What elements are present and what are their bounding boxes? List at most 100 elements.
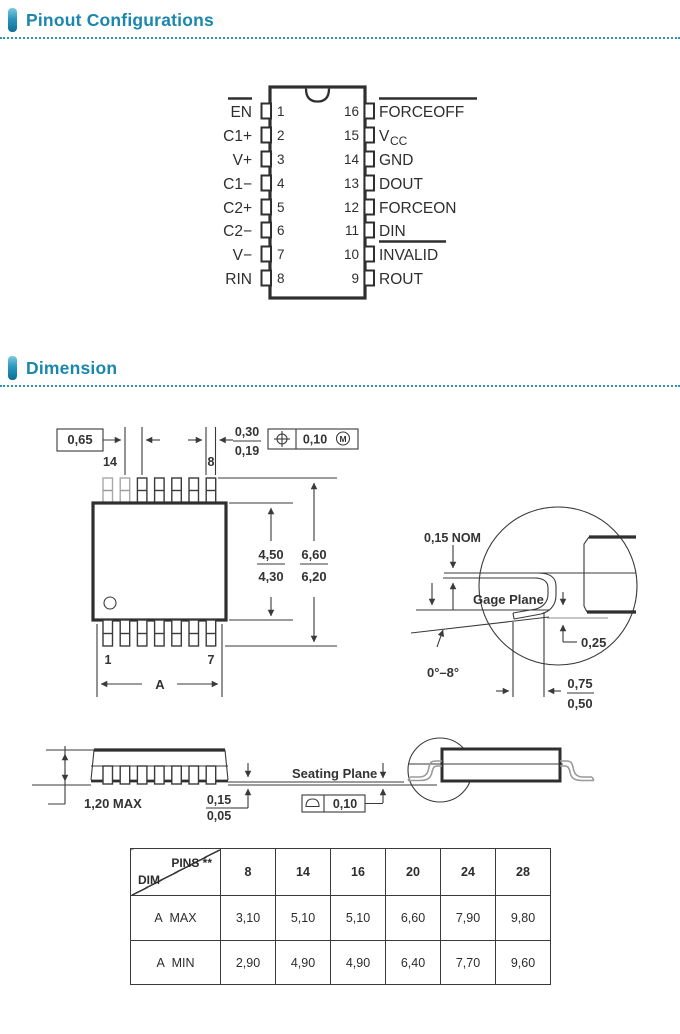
pin-label: C2− (223, 223, 252, 240)
gullwing-leads (407, 760, 595, 782)
side-package-body (440, 747, 562, 783)
dim-body-len-min: 4,30 (258, 569, 283, 584)
dim-foot-max: 0,75 (567, 676, 592, 691)
dim-length-var: A (155, 677, 165, 692)
dim-standoff-gage: 0,25 (581, 635, 606, 650)
top-pin-last: 8 (208, 455, 215, 469)
top-pin-first: 14 (103, 455, 117, 469)
table-cell: 7,70 (440, 940, 496, 985)
mmc-modifier-icon: M (335, 431, 351, 446)
standoff-gage-dim (559, 592, 577, 643)
dim-lead-width-min: 0,19 (235, 444, 259, 458)
pin-number: 11 (345, 223, 359, 238)
pin-number: 2 (277, 128, 285, 143)
pin-label: C1− (223, 176, 252, 193)
bottom-pins (102, 619, 217, 647)
pin-number: 7 (277, 247, 285, 262)
dimension-drawing: 0,65 0,30 0,19 (32, 425, 638, 823)
table-col-header: 16 (330, 848, 386, 896)
dim-standoff-max: 0,15 (207, 793, 231, 807)
dim-span-min: 6,20 (301, 569, 326, 584)
lead-detail-view: 0,15 NOM Gage Plane 0°–8° 0,25 (410, 506, 638, 711)
table-cell: 2,90 (220, 940, 276, 985)
table-cell: 3,10 (220, 895, 276, 941)
pin-label: DOUT (379, 176, 423, 193)
page-title: Pinout Configurations (26, 9, 214, 30)
detail-body (583, 535, 636, 614)
pin-label: ROUT (379, 271, 423, 288)
table-row-label: A MIN (130, 940, 221, 985)
active-low-overlines (228, 97, 477, 243)
position-symbol-icon (274, 431, 290, 447)
pin-number: 14 (344, 152, 360, 167)
seating-plane-label: Seating Plane (292, 766, 377, 781)
pin-label-subscript: CC (390, 134, 408, 148)
pin-label: RIN (225, 271, 252, 288)
side-view-pins (102, 765, 217, 785)
pin-label: DIN (379, 223, 406, 240)
pitch-dim-lines (103, 427, 160, 475)
table-col-header: 28 (495, 848, 551, 896)
table-cell: 7,90 (440, 895, 496, 941)
dim-span-max: 6,60 (301, 547, 326, 562)
pin-number: 12 (344, 200, 359, 215)
table-cell: 4,90 (275, 940, 331, 985)
pin-number: 15 (344, 128, 359, 143)
flatness-symbol-icon (305, 798, 320, 808)
table-cell: 6,60 (385, 895, 441, 941)
table-cell: 9,60 (495, 940, 551, 985)
dim-flatness-tol: 0,10 (333, 797, 357, 811)
body-span-dim-lines (218, 477, 337, 647)
dim-height-max: 1,20 MAX (84, 796, 142, 811)
table-corner-dim: DIM (138, 873, 160, 887)
pin1-notch (304, 88, 331, 103)
section-accent-bar (8, 356, 17, 380)
package-top-view: 0,65 0,30 0,19 (56, 425, 359, 697)
gage-plane-label: Gage Plane (473, 592, 544, 607)
length-A-dim (96, 624, 223, 697)
table-cell: 4,90 (330, 940, 386, 985)
table-col-header: 24 (440, 848, 496, 896)
pin-label: INVALID (379, 247, 438, 264)
pin-number: 3 (277, 152, 285, 167)
section-title: Dimension (26, 357, 118, 378)
dim-foot-min: 0,50 (567, 696, 592, 711)
dim-pitch: 0,65 (67, 432, 92, 447)
pin-number: 1 (277, 104, 285, 119)
pin-number: 16 (344, 104, 359, 119)
pin-number: 8 (277, 271, 285, 286)
package-side-view: 1,20 MAX 0,15 0,05 (32, 746, 437, 823)
pin-label: EN (230, 104, 252, 121)
pin1-indicator (103, 596, 117, 610)
detail-lead (443, 572, 636, 620)
section-accent-bar (8, 8, 17, 32)
pin-number: 9 (351, 271, 359, 286)
table-corner-cell: PINS ** DIM (130, 848, 221, 896)
pin-label: V (379, 128, 390, 145)
table-corner-pins: PINS ** (171, 856, 212, 870)
pin-number: 5 (277, 200, 285, 215)
pin-number: 6 (277, 223, 285, 238)
lead-width-dim-lines (188, 427, 233, 475)
height-dim (32, 746, 94, 805)
lead-angle-construction (410, 583, 550, 648)
pin-label: GND (379, 152, 413, 169)
table-col-header: 8 (220, 848, 276, 896)
table-col-header: 20 (385, 848, 441, 896)
pin-label: FORCEON (379, 200, 457, 217)
table-cell: 9,80 (495, 895, 551, 941)
table-row: A MIN 2,90 4,90 4,90 6,40 7,70 9,60 (130, 940, 551, 985)
table-cell: 5,10 (330, 895, 386, 941)
foot-length-dim (496, 612, 561, 697)
bottom-pin-first: 1 (105, 653, 112, 667)
pins-dim-table: PINS ** DIM 8 14 16 20 24 28 A MAX 3,10 … (130, 848, 551, 985)
table-row: A MAX 3,10 5,10 5,10 6,60 7,90 9,80 (130, 895, 551, 941)
pin-label: C1+ (223, 128, 252, 145)
pin-boxes (260, 102, 375, 287)
ic-package-body (268, 85, 367, 300)
dim-standoff-min: 0,05 (207, 809, 231, 823)
standoff-dim (228, 763, 437, 809)
dim-lead-angle: 0°–8° (427, 665, 459, 680)
dim-position-tol: 0,10 (303, 433, 327, 447)
